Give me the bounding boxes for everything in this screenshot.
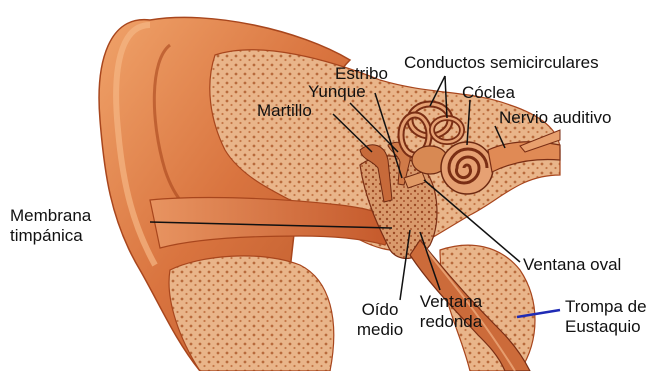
lower-bone — [169, 256, 334, 371]
label-membrana-1: Membrana — [10, 206, 91, 225]
label-ventana-redonda-1: Ventana — [413, 292, 489, 311]
label-conductos: Conductos semicirculares — [404, 53, 599, 72]
label-trompa-1: Trompa de — [565, 297, 647, 316]
label-ventana-redonda-2: redonda — [410, 312, 492, 331]
label-estribo: Estribo — [335, 64, 388, 83]
label-ventana-oval: Ventana oval — [523, 255, 621, 274]
label-yunque: Yunque — [308, 82, 366, 101]
cochlea — [441, 142, 493, 194]
label-trompa-2: Eustaquio — [565, 317, 641, 336]
label-coclea: Cóclea — [462, 83, 515, 102]
label-oido-2: medio — [350, 320, 410, 339]
label-nervio: Nervio auditivo — [499, 108, 611, 127]
label-oido-1: Oído — [356, 300, 404, 319]
label-membrana-2: timpánica — [10, 226, 83, 245]
label-martillo: Martillo — [257, 101, 312, 120]
